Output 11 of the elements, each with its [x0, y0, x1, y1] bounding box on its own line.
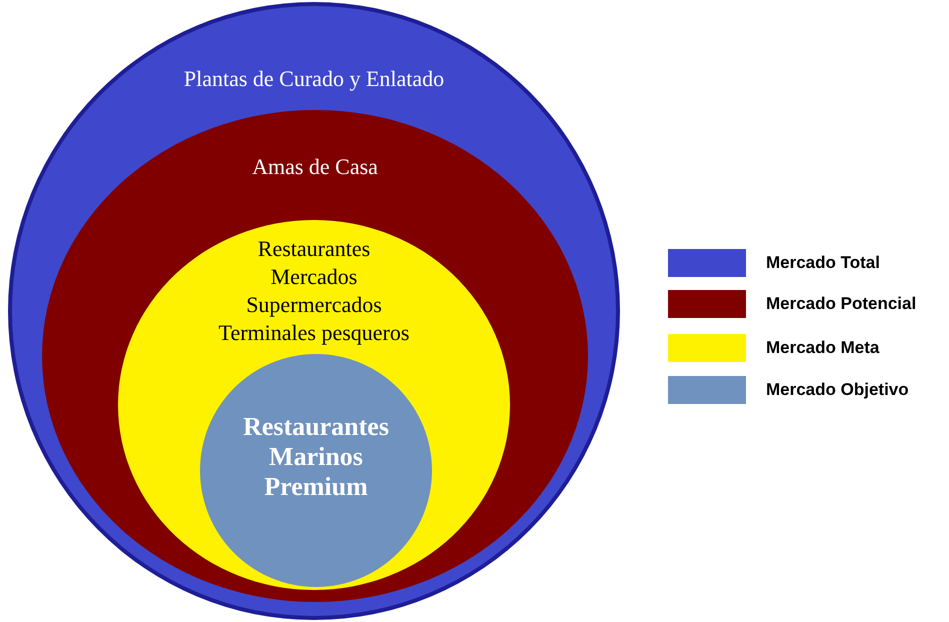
- legend-label: Mercado Objetivo: [766, 380, 909, 400]
- circle-label: Supermercados: [245, 292, 383, 318]
- circle-label: Plantas de Curado y Enlatado: [182, 66, 446, 92]
- circle-label: Restaurantes Marinos Premium: [242, 412, 390, 502]
- circle-label: Restaurantes: [256, 236, 372, 262]
- legend-label: Mercado Meta: [766, 338, 880, 358]
- circle-label: Mercados: [270, 264, 358, 290]
- circle-label: Terminales pesqueros: [218, 320, 410, 346]
- legend-label: Mercado Potencial: [766, 294, 916, 314]
- legend-label: Mercado Total: [766, 253, 880, 273]
- circle-label: Amas de Casa: [251, 154, 379, 180]
